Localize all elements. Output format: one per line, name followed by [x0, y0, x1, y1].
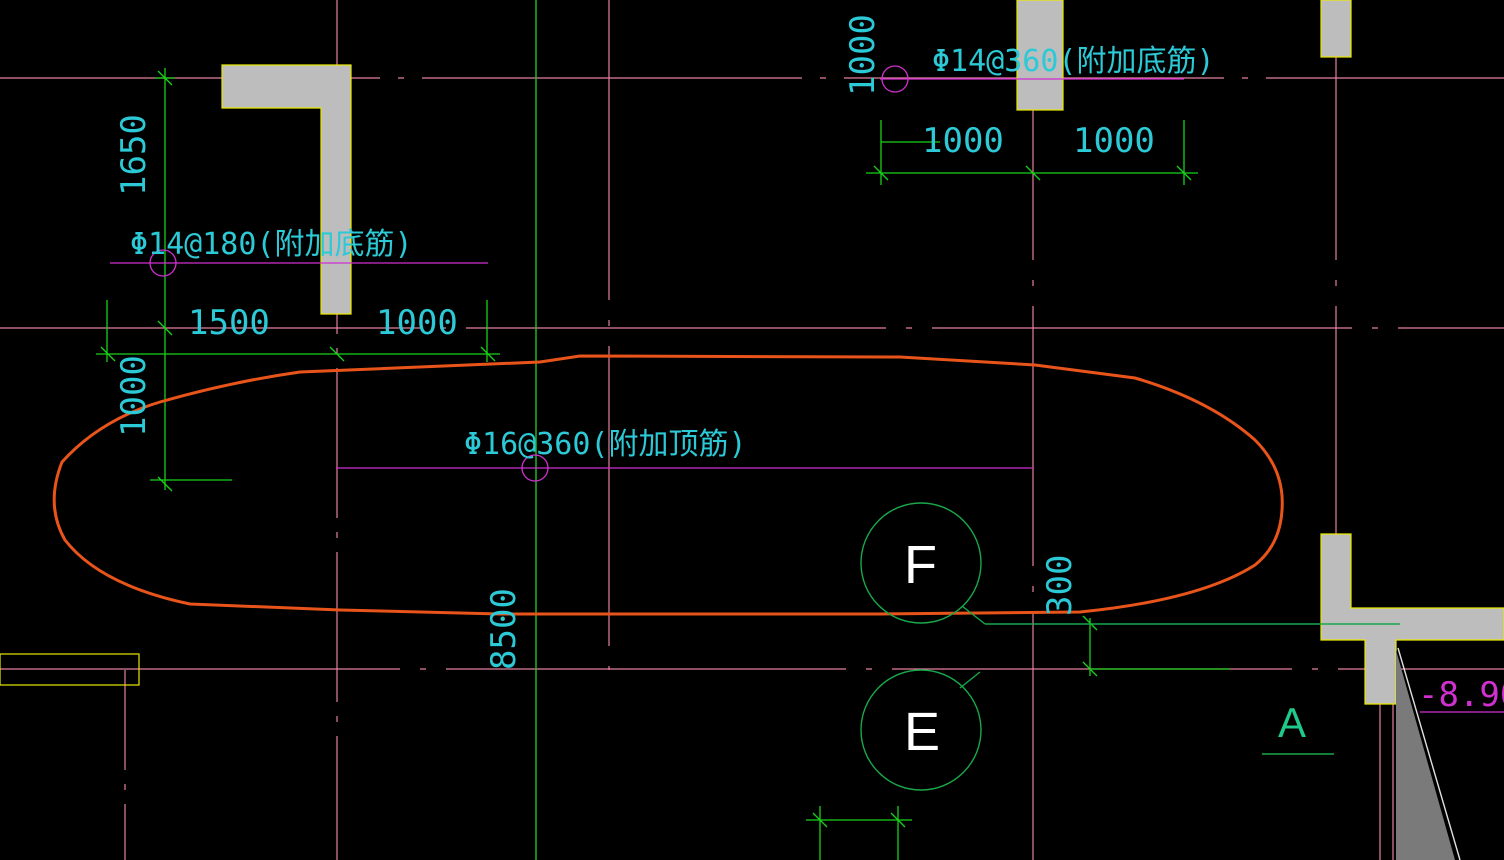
- dim-vertical-1000-top: 1000: [843, 14, 883, 96]
- wall-l-shape-left: [221, 64, 352, 315]
- dim-vertical-1000-left: 1000: [114, 355, 154, 437]
- grid-bubbles: [860, 502, 1400, 791]
- dim-vertical-300: 300: [1040, 555, 1080, 616]
- dim-horizontal-1000-a: 1000: [922, 121, 1004, 161]
- slope-hatch: [1396, 650, 1455, 860]
- wall-outline-left-bottom: [0, 653, 140, 686]
- rebar-marker-left: [149, 249, 177, 277]
- dimension-lines: [96, 68, 1230, 860]
- dim-vertical-8500: 8500: [484, 588, 524, 670]
- rebar-label-left: Φ14@180(附加底筋): [130, 227, 413, 262]
- grid-bubble-f: [860, 502, 982, 624]
- rebar-label-center: Φ16@360(附加顶筋): [464, 427, 747, 462]
- wall-l-shape-right: [1320, 533, 1504, 705]
- slope-edge: [1397, 647, 1461, 860]
- elevation-label: -8.900: [1418, 675, 1504, 715]
- wall-column-top-right: [1320, 0, 1352, 58]
- dim-horizontal-1500: 1500: [188, 303, 270, 343]
- dim-horizontal-1000-b: 1000: [1073, 121, 1155, 161]
- dim-horizontal-1000-c: 1000: [376, 303, 458, 343]
- wall-column-top-center: [1016, 0, 1064, 111]
- grid-bubble-e: [860, 669, 982, 791]
- rebar-marker-center: [521, 454, 549, 482]
- revision-cloud-outline: [52, 354, 1284, 616]
- section-mark-a: A: [1278, 699, 1306, 746]
- grid-axis-label-e: E: [904, 702, 940, 762]
- walls: [0, 0, 1504, 705]
- rebar-label-top-right: Φ14@360(附加底筋): [932, 44, 1215, 79]
- dim-vertical-1650: 1650: [114, 114, 154, 196]
- grid-axis-label-f: F: [904, 535, 937, 595]
- rebar-lines: [110, 65, 1504, 713]
- rebar-marker-top-right: [881, 65, 909, 93]
